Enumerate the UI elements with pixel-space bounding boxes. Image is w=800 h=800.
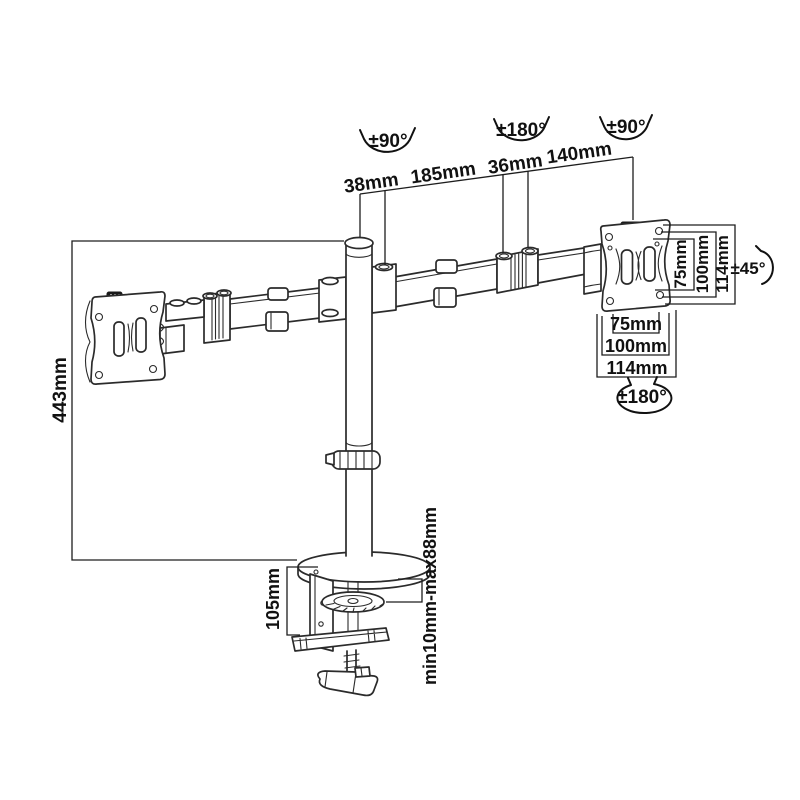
left-vesa-plate [84, 290, 166, 385]
label-vesa-rotation: ±180° [617, 387, 667, 408]
label-dim-38mm: 38mm [343, 169, 400, 197]
annotation-pole-swivel: ±90° [359, 127, 416, 153]
right-vesa-plate [599, 219, 671, 312]
dimension-clamp-height: 105mm [263, 566, 318, 636]
left-cable-clip-top [267, 287, 289, 301]
right-arm [393, 243, 602, 308]
label-elbow-swivel: ±180° [496, 120, 546, 141]
label-vesa-v-75: 75mm [671, 239, 690, 288]
desk-clamp [291, 551, 431, 697]
right-plate-hinge [583, 243, 602, 295]
dimension-vesa-vertical: 75mm 100mm 114mm [653, 224, 736, 305]
left-plate-outline [90, 290, 166, 385]
label-vesa-v-100: 100mm [693, 235, 712, 294]
annotation-elbow-swivel: ±180° [493, 116, 550, 142]
label-vesa-h-100: 100mm [605, 336, 667, 356]
dimension-pole-height: 443mm [50, 240, 344, 561]
left-cable-clip-bottom [265, 311, 289, 332]
clamp-bracket [309, 573, 334, 652]
right-cable-clip-bottom [433, 287, 457, 308]
left-plate-slot [135, 317, 147, 353]
annotation-head-swivel: ±90° [599, 114, 653, 141]
label-vesa-h-114: 114mm [606, 358, 667, 378]
label-dim-185mm: 185mm [409, 159, 477, 189]
right-plate-slot [620, 249, 634, 285]
left-plate-side-edge [84, 300, 91, 383]
left-arm [159, 287, 321, 355]
label-pole-height: 443mm [50, 357, 71, 423]
label-desk-thickness: min10mm-max88mm [420, 507, 440, 685]
label-head-swivel: ±90° [606, 117, 645, 138]
dimension-vesa-horizontal: 75mm 100mm 114mm [596, 310, 677, 378]
label-tilt: ±45° [730, 259, 765, 278]
label-dim-140mm: 140mm [545, 139, 613, 169]
left-plate-slot [113, 321, 125, 357]
pole-body [346, 243, 372, 556]
dimension-desk-thickness: min10mm-max88mm [386, 507, 440, 685]
right-plate-slot [643, 246, 656, 282]
label-pole-swivel: ±90° [368, 131, 407, 152]
annotation-vesa-rotation: ±180° [616, 376, 673, 414]
label-clamp-height: 105mm [263, 568, 283, 630]
pole [318, 236, 397, 557]
right-cable-clip-top [435, 259, 458, 274]
label-dim-36mm: 36mm [487, 150, 544, 178]
label-vesa-v-114: 114mm [713, 235, 732, 293]
annotation-tilt: ±45° [730, 245, 774, 285]
label-vesa-h-75: 75mm [610, 314, 662, 334]
pole-cap [344, 236, 374, 250]
